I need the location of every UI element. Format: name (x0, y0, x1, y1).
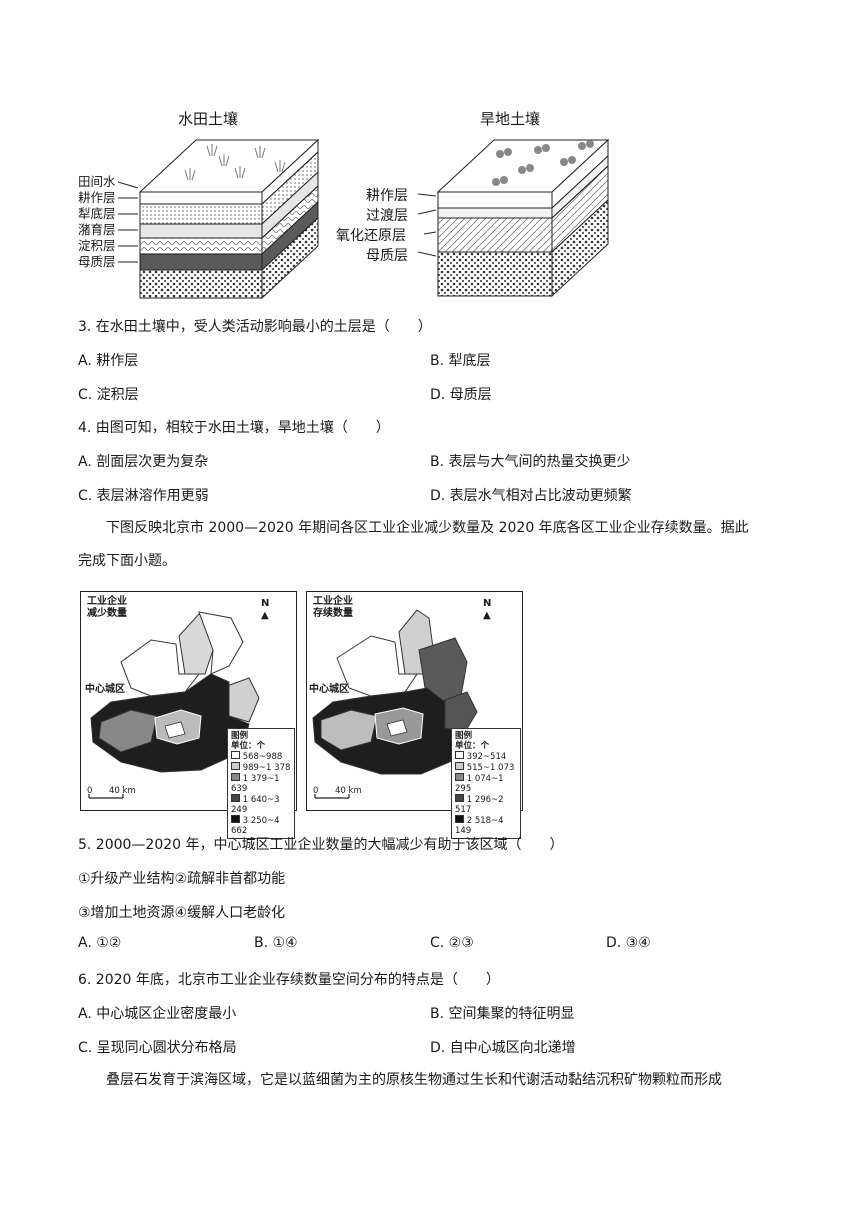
map-left-legend-item: 989~1 378 (231, 762, 291, 773)
dry-soil-title: 旱地土壤 (480, 110, 541, 128)
q3-option-b[interactable]: B. 犁底层 (430, 353, 491, 369)
map-left-legend-item: 1 640~3 249 (231, 794, 280, 815)
q5-stem: 5. 2000—2020 年，中心城区工业企业数量的大幅减少有助于该区域（ ） (78, 837, 564, 853)
paddy-layer-plowpan: 犁底层 (78, 206, 116, 221)
q4-option-b[interactable]: B. 表层与大气间的热量交换更少 (430, 454, 631, 470)
q3-option-d[interactable]: D. 母质层 (430, 387, 492, 403)
map-right-legend-item: 515~1 073 (455, 762, 517, 773)
q4-option-c[interactable]: C. 表层淋溶作用更弱 (78, 488, 209, 504)
q4-option-a[interactable]: A. 剖面层次更为复杂 (78, 454, 209, 470)
q6-option-c[interactable]: C. 呈现同心圆状分布格局 (78, 1040, 237, 1056)
map-right-center-label: 中心城区 (309, 684, 349, 695)
map-right-title-2: 存续数量 (313, 608, 353, 619)
map-left-legend-item: 3 250~4 662 (231, 815, 280, 836)
map-right-shapes (312, 609, 478, 799)
map-right-legend-title: 图例 (455, 731, 473, 741)
dry-soil-diagram (417, 138, 610, 298)
map-left-legend-item: 568~988 (231, 751, 291, 762)
intro3-line1: 叠层石发育于滨海区域，它是以蓝细菌为主的原核生物通过生长和代谢活动黏结沉积矿物颗… (106, 1072, 722, 1088)
q6-option-a[interactable]: A. 中心城区企业密度最小 (78, 1006, 237, 1022)
map-left-scale-zero: 0 (87, 786, 93, 796)
map-left-title-2: 减少数量 (87, 608, 127, 619)
map-left-legend-title: 图例 (231, 731, 249, 741)
intro2-line1: 下图反映北京市 2000—2020 年期间各区工业企业减少数量及 2020 年底… (106, 520, 749, 536)
q4-stem: 4. 由图可知，相较于水田土壤，旱地土壤（ ） (78, 420, 390, 436)
map-right-remaining: 工业企业 存续数量 N ▲ 中心城区 图例 单位：个 392~514 515~1… (306, 591, 523, 839)
north-arrow-icon: ▲ (483, 610, 491, 621)
q5-statements-2: ③增加土地资源④缓解人口老龄化 (78, 905, 286, 921)
map-left-north: N (261, 598, 270, 609)
q5-option-a[interactable]: A. ①② (78, 935, 122, 951)
q6-option-b[interactable]: B. 空间集聚的特征明显 (430, 1006, 575, 1022)
dry-layer-till: 耕作层 (366, 188, 408, 204)
map-right-legend-unit: 单位：个 (455, 741, 490, 751)
dry-layer-parent: 母质层 (366, 248, 408, 264)
paddy-soil-diagram (118, 138, 320, 300)
q5-statements-1: ①升级产业结构②疏解非首都功能 (78, 871, 286, 887)
paddy-layer-labels: 田间水 耕作层 犁底层 潴育层 淀积层 母质层 (78, 174, 116, 270)
map-right-legend-item: 392~514 (455, 751, 517, 762)
paddy-layer-till: 耕作层 (78, 190, 116, 205)
intro2-line2: 完成下面小题。 (78, 553, 176, 569)
dry-layer-redox: 氧化还原层 (336, 228, 406, 244)
map-right-scale-zero: 0 (313, 786, 319, 796)
map-right-title-1: 工业企业 (313, 596, 353, 607)
paddy-layer-water: 田间水 (78, 174, 116, 189)
q3-option-a[interactable]: A. 耕作层 (78, 353, 139, 369)
map-right-legend-item: 1 296~2 517 (455, 794, 504, 815)
q3-stem: 3. 在水田土壤中，受人类活动影响最小的土层是（ ） (78, 319, 432, 335)
map-right-legend-item: 2 518~4 149 (455, 815, 504, 836)
map-right-north: N (483, 598, 492, 609)
q6-option-d[interactable]: D. 自中心城区向北递增 (430, 1040, 576, 1056)
dry-layer-transition: 过渡层 (366, 208, 408, 224)
map-right-legend-item: 1 074~1 295 (455, 773, 504, 794)
dry-layer-labels: 耕作层 过渡层 氧化还原层 母质层 (336, 186, 408, 266)
q5-option-b[interactable]: B. ①④ (254, 935, 298, 951)
q5-option-d[interactable]: D. ③④ (606, 935, 651, 951)
map-left-legend-item: 1 379~1 639 (231, 773, 280, 794)
map-left-decrease: 工业企业 减少数量 N ▲ 中心城区 图例 单位：个 568~988 989~1… (80, 591, 297, 839)
map-left-legend: 图例 单位：个 568~988 989~1 378 1 379~1 639 1 … (227, 728, 295, 839)
map-left-title-1: 工业企业 (87, 596, 127, 607)
map-left-scale-label: 40 km (109, 786, 136, 796)
q5-option-c[interactable]: C. ②③ (430, 935, 474, 951)
paddy-layer-parent: 母质层 (78, 254, 116, 269)
q6-stem: 6. 2020 年底，北京市工业企业存续数量空间分布的特点是（ ） (78, 972, 500, 988)
q4-option-d[interactable]: D. 表层水气相对占比波动更频繁 (430, 488, 632, 504)
map-left-shapes (88, 611, 260, 799)
map-left-center-label: 中心城区 (85, 684, 125, 695)
paddy-layer-illuvial: 淀积层 (78, 238, 116, 253)
map-right-scale-label: 40 km (335, 786, 362, 796)
map-left-legend-unit: 单位：个 (231, 741, 266, 751)
north-arrow-icon: ▲ (261, 610, 269, 621)
paddy-soil-title: 水田土壤 (178, 110, 239, 128)
q3-option-c[interactable]: C. 淀积层 (78, 387, 139, 403)
paddy-layer-gley: 潴育层 (78, 222, 116, 237)
map-right-legend: 图例 单位：个 392~514 515~1 073 1 074~1 295 1 … (451, 728, 521, 839)
